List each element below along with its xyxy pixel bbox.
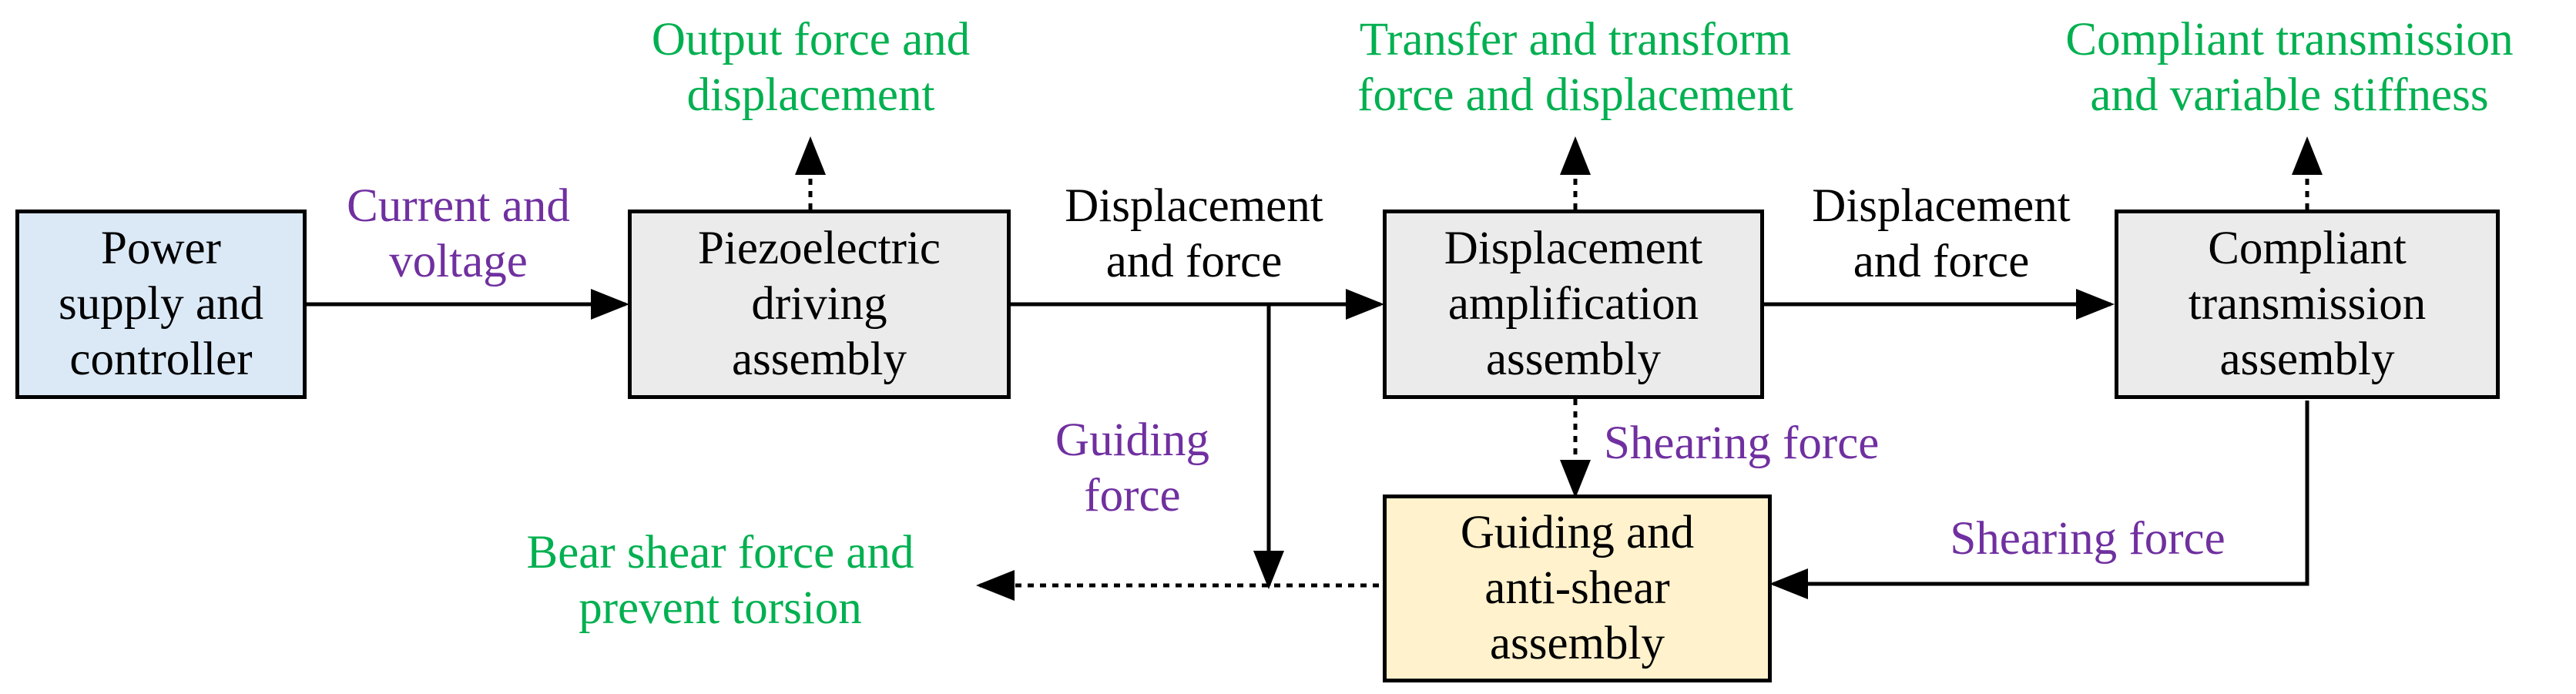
current-voltage-label: Current and voltage bbox=[347, 180, 570, 287]
piezo-function-label: Output force and displacement bbox=[651, 14, 971, 121]
shearing-force-compliant-label: Shearing force bbox=[1950, 513, 2225, 565]
guiding-anti-shear-block: Guiding and anti-shear assembly bbox=[1383, 495, 1772, 682]
shearing-force-amp-label: Shearing force bbox=[1604, 417, 1880, 469]
displacement-amplification-block: Displacement amplification assembly bbox=[1383, 210, 1764, 399]
power-supply-controller-block: Power supply and controller bbox=[15, 210, 307, 399]
guiding-function-label: Bear shear force and prevent torsion bbox=[526, 527, 914, 634]
compliant-function-label: Compliant transmission and variable stif… bbox=[2065, 14, 2514, 121]
piezoelectric-driving-block: Piezoelectric driving assembly bbox=[628, 210, 1011, 399]
amp-to-compliant-signal-label: Displacement and force bbox=[1812, 180, 2071, 287]
compliant-transmission-block: Compliant transmission assembly bbox=[2115, 210, 2500, 399]
guiding-force-label: Guiding force bbox=[1055, 414, 1209, 521]
arrow-shear-compliant-to-guiding bbox=[1769, 401, 2309, 599]
piezo-to-amp-signal-label: Displacement and force bbox=[1065, 180, 1323, 287]
amp-function-label: Transfer and transform force and displac… bbox=[1357, 14, 1793, 121]
